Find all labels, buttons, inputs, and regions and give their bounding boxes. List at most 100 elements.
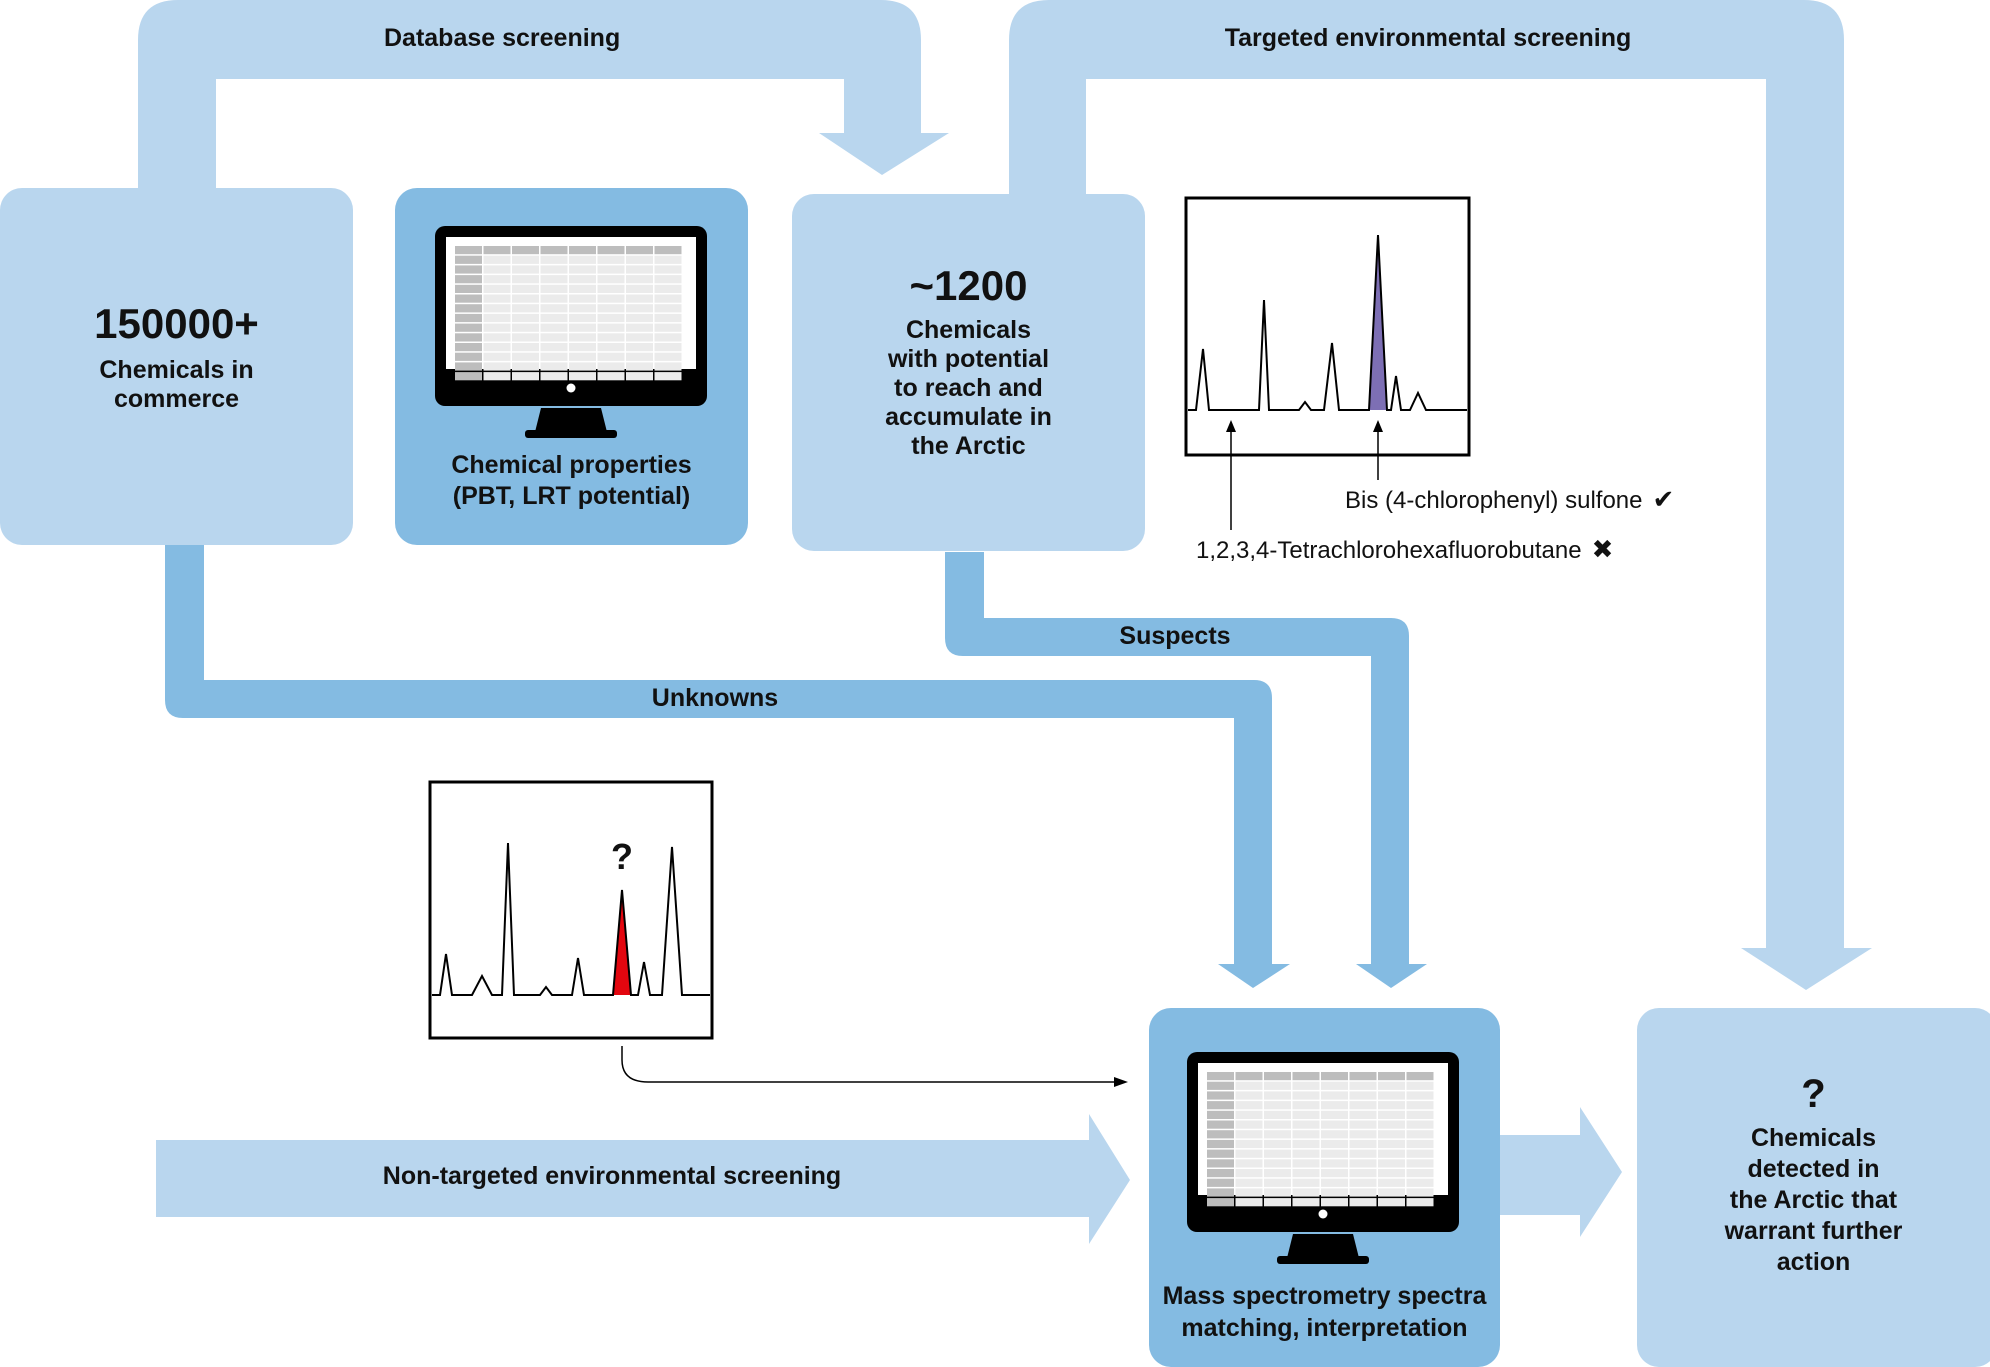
spreadsheet-cell xyxy=(626,265,653,274)
spreadsheet-cell xyxy=(1406,1081,1434,1090)
spreadsheet-cell xyxy=(1235,1072,1263,1081)
spreadsheet-cell xyxy=(597,313,625,323)
commerce-box-text: 150000+ Chemicals in commerce xyxy=(0,300,353,414)
spreadsheet-cell xyxy=(1378,1091,1405,1100)
spreadsheet-cell xyxy=(455,294,482,303)
spreadsheet-cell xyxy=(569,323,596,332)
commerce-count: 150000+ xyxy=(94,300,259,347)
spreadsheet-cell xyxy=(540,246,568,255)
spreadsheet-cell xyxy=(1349,1130,1377,1139)
spreadsheet-cell xyxy=(1292,1110,1320,1119)
spreadsheet-cell xyxy=(455,275,482,284)
spreadsheet-cell xyxy=(1406,1110,1434,1119)
spreadsheet-cell xyxy=(512,246,539,255)
spreadsheet-cell xyxy=(654,284,682,293)
arctic-caption-line: the Arctic xyxy=(911,432,1026,460)
spreadsheet-cell xyxy=(597,294,625,303)
spreadsheet-cell xyxy=(654,246,682,255)
spreadsheet-cell xyxy=(569,304,596,313)
spreadsheet-cell xyxy=(1406,1198,1434,1207)
spreadsheet-cell xyxy=(1235,1081,1263,1090)
spreadsheet-cell xyxy=(1406,1139,1434,1149)
spreadsheet-cell xyxy=(626,246,653,255)
spreadsheet-cell xyxy=(512,294,539,303)
spreadsheet-cell xyxy=(1264,1110,1291,1119)
spreadsheet-cell xyxy=(483,275,511,284)
spreadsheet-cell xyxy=(483,294,511,303)
spreadsheet-cell xyxy=(1378,1120,1405,1129)
not-detected-compound-annotation: 1,2,3,4-Tetrachlorohexafluorobutane✖ xyxy=(1196,534,1613,565)
commerce-box xyxy=(0,188,353,545)
spreadsheet-cell xyxy=(1207,1110,1234,1119)
spreadsheet-cell xyxy=(1378,1130,1405,1139)
result-unknown-count: ? xyxy=(1801,1072,1826,1116)
spreadsheet-cell xyxy=(1207,1159,1234,1168)
spreadsheet-cell xyxy=(455,255,482,264)
arctic-potential-text: ~1200 Chemicals with potential to reach … xyxy=(792,262,1145,461)
arctic-potential-count: ~1200 xyxy=(909,262,1028,309)
spreadsheet-cell xyxy=(626,323,653,332)
spreadsheet-cell xyxy=(483,255,511,264)
spreadsheet-cell xyxy=(626,304,653,313)
spreadsheet-cell xyxy=(1207,1081,1234,1090)
spreadsheet-cell xyxy=(1378,1149,1405,1158)
spreadsheet-cell xyxy=(597,284,625,293)
suspects-label: Suspects xyxy=(1119,622,1231,650)
spreadsheet-cell xyxy=(569,352,596,361)
spreadsheet-cell xyxy=(1264,1169,1291,1178)
spreadsheet-cell xyxy=(483,304,511,313)
spreadsheet-cell xyxy=(540,333,568,342)
spreadsheet-cell xyxy=(455,304,482,313)
spreadsheet-cell xyxy=(654,323,682,332)
commerce-caption-line: commerce xyxy=(113,385,240,413)
spreadsheet-cell xyxy=(512,343,539,352)
power-led xyxy=(566,383,576,393)
mass-spec-caption-line: matching, interpretation xyxy=(1181,1314,1468,1342)
spreadsheet-cell xyxy=(512,313,539,323)
spreadsheet-cell xyxy=(1264,1198,1291,1207)
spreadsheet-cell xyxy=(455,284,482,293)
spreadsheet-cell xyxy=(1264,1178,1291,1187)
mass-spec-caption-line: Mass spectrometry spectra xyxy=(1162,1282,1487,1310)
spreadsheet-cell xyxy=(569,343,596,352)
spreadsheet-cell xyxy=(1264,1120,1291,1129)
spreadsheet-cell xyxy=(540,304,568,313)
spreadsheet-cell xyxy=(1235,1159,1263,1168)
spreadsheet-cell xyxy=(455,246,482,255)
spreadsheet-cell xyxy=(1321,1159,1348,1168)
spreadsheet-cell xyxy=(597,246,625,255)
result-caption-line: the Arctic that xyxy=(1729,1186,1898,1214)
spreadsheet-cell xyxy=(483,265,511,274)
spreadsheet-cell xyxy=(540,255,568,264)
suspects-arrow xyxy=(945,552,1427,988)
spreadsheet-cell xyxy=(540,294,568,303)
spreadsheet-cell xyxy=(455,313,482,323)
monitor-spreadsheet-icon xyxy=(1187,1052,1459,1264)
spreadsheet-cell xyxy=(1264,1101,1291,1110)
spreadsheet-cell xyxy=(1235,1149,1263,1158)
targeted-screening-label: Targeted environmental screening xyxy=(1224,24,1632,52)
spreadsheet-cell xyxy=(455,343,482,352)
spreadsheet-cell xyxy=(483,246,511,255)
spreadsheet-cell xyxy=(1264,1130,1291,1139)
spreadsheet-cell xyxy=(1235,1091,1263,1100)
spreadsheet-cell xyxy=(512,304,539,313)
spreadsheet-cell xyxy=(512,352,539,361)
unknown-peak-question-mark: ? xyxy=(611,836,633,877)
spreadsheet-cell xyxy=(1378,1072,1405,1081)
spreadsheet-cell xyxy=(1235,1178,1263,1187)
power-led xyxy=(1318,1209,1328,1219)
result-caption-line: warrant further xyxy=(1724,1217,1903,1245)
spreadsheet-cell xyxy=(597,304,625,313)
unknown-peak-fill xyxy=(613,890,631,995)
spreadsheet-cell xyxy=(1349,1178,1377,1187)
spreadsheet-cell xyxy=(654,255,682,264)
spreadsheet-cell xyxy=(1321,1072,1348,1081)
spreadsheet-cell xyxy=(1207,1169,1234,1178)
arctic-potential-box xyxy=(792,194,1145,551)
result-caption-line: Chemicals xyxy=(1750,1124,1877,1152)
spreadsheet-cell xyxy=(654,333,682,342)
spreadsheet-cell xyxy=(1207,1101,1234,1110)
commerce-caption-line: Chemicals in xyxy=(99,356,254,384)
spreadsheet-cell xyxy=(483,352,511,361)
